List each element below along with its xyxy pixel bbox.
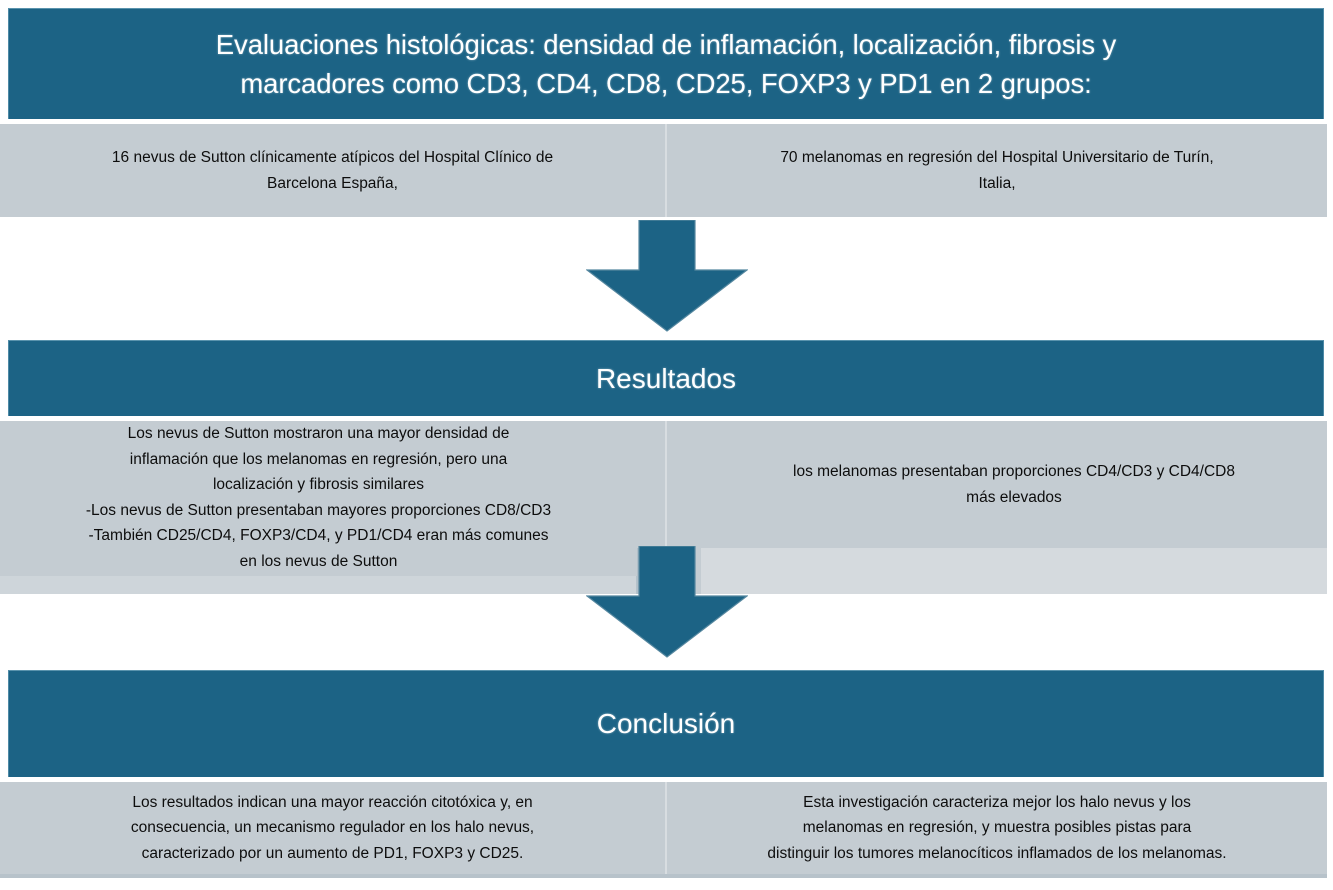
conclusion-column-divider xyxy=(665,782,667,874)
conclusion-right-panel: Esta investigación caracteriza mejor los… xyxy=(667,782,1327,874)
results-left-text: Los nevus de Sutton mostraron una mayor … xyxy=(85,425,552,570)
conclusion-left-panel: Los resultados indican una mayor reacció… xyxy=(0,782,665,874)
methods-heading-text: Evaluaciones histológicas: densidad de i… xyxy=(215,29,1117,99)
conclusion-baseline-rule xyxy=(0,874,1327,878)
results-left-panel: Los nevus de Sutton mostraron una mayor … xyxy=(0,421,637,576)
results-heading-bar: Resultados xyxy=(8,340,1324,416)
methods-group-right-text: 70 melanomas en regresión del Hospital U… xyxy=(780,149,1214,192)
conclusion-right-text: Esta investigación caracteriza mejor los… xyxy=(767,793,1227,862)
methods-group-left-text: 16 nevus de Sutton clínicamente atípicos… xyxy=(111,149,554,192)
down-arrow-icon-methods-to-results xyxy=(586,220,748,332)
results-right-panel-extension xyxy=(701,548,1327,594)
methods-group-right-panel: 70 melanomas en regresión del Hospital U… xyxy=(667,124,1327,217)
results-heading-text: Resultados xyxy=(595,362,737,394)
results-right-panel: los melanomas presentaban proporciones C… xyxy=(701,421,1327,548)
conclusion-heading-bar: Conclusión xyxy=(8,670,1324,777)
down-arrow-icon-results-to-conclusion xyxy=(586,546,748,658)
methods-column-divider xyxy=(665,124,667,217)
methods-group-left-panel: 16 nevus de Sutton clínicamente atípicos… xyxy=(0,124,665,217)
results-right-text: los melanomas presentaban proporciones C… xyxy=(793,463,1235,506)
conclusion-heading-text: Conclusión xyxy=(596,708,736,739)
results-column-divider xyxy=(665,421,667,594)
methods-heading-bar: Evaluaciones histológicas: densidad de i… xyxy=(8,8,1324,119)
conclusion-left-text: Los resultados indican una mayor reacció… xyxy=(130,793,535,862)
